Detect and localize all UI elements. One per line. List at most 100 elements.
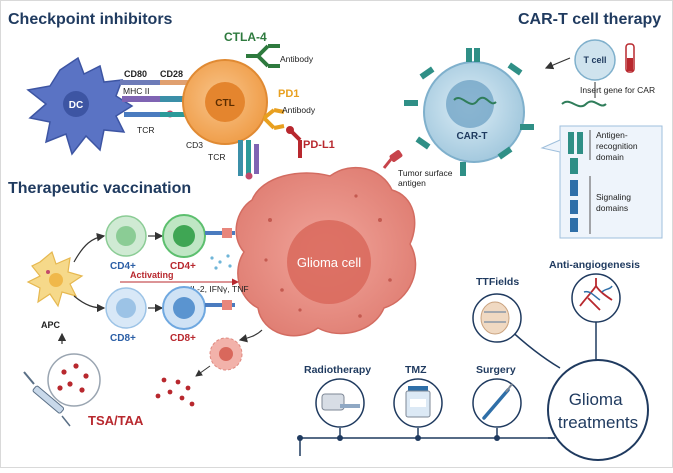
car-receptor-5 — [507, 62, 523, 76]
granule — [264, 258, 268, 262]
signal-domain-3 — [570, 218, 578, 232]
treatment-network — [297, 319, 597, 456]
vaccine-dot — [61, 369, 67, 375]
glioma-nucleus — [287, 220, 371, 304]
car-receptors — [404, 48, 534, 176]
radiotherapy-table — [340, 404, 360, 408]
pdl1-label: PD-L1 — [303, 139, 335, 151]
cd8-naive — [105, 287, 147, 329]
insert-gene-label: Insert gene for CAR — [580, 85, 655, 95]
antibody-label-1: Antibody — [280, 54, 314, 64]
blood-vessels-blue — [583, 285, 613, 301]
vaccine-bubble — [47, 353, 101, 407]
mhc-bar — [124, 112, 160, 117]
tumor-antigen-label: Tumor surface antigen — [398, 168, 455, 188]
tumor-antigen — [382, 150, 403, 169]
vaccine-dot — [57, 385, 63, 391]
cd8-label-a: CD8+ — [110, 333, 136, 344]
blood-vessels-red — [579, 278, 613, 311]
node-dot — [415, 435, 421, 441]
tcell-label: T cell — [583, 55, 606, 65]
tsa-dot — [167, 389, 173, 395]
tsa-dot — [189, 401, 195, 407]
tmz-icon — [393, 378, 443, 428]
antigen-domain-label: Antigen- recognition domain — [596, 130, 640, 162]
syringe-needle — [61, 415, 71, 427]
syringe-plunger — [23, 371, 35, 385]
cart-dna — [453, 96, 497, 105]
apc-label: APC — [41, 320, 61, 330]
tcr-label-1: TCR — [137, 125, 154, 135]
tcr-bar — [160, 112, 188, 117]
tcr-receptor-1 — [160, 96, 188, 102]
car-receptor-7 — [497, 146, 513, 160]
ttfields-arrays — [484, 311, 506, 323]
blood-fill — [627, 58, 633, 71]
car-receptor-1 — [466, 48, 472, 62]
antigen-line-1: Antigen- — [596, 130, 628, 140]
signaling-line-1: Signaling — [596, 192, 631, 202]
pdl1-head — [286, 126, 294, 134]
dc-label: DC — [69, 100, 83, 111]
lysed-tumor — [209, 337, 243, 371]
granule — [268, 218, 272, 222]
glioma-label: Glioma cell — [297, 255, 361, 270]
scalpel-handle — [482, 388, 510, 420]
cytokine-dot — [226, 254, 230, 258]
ctla4-stem — [246, 54, 258, 58]
car-receptor-3 — [404, 100, 418, 106]
antibody-label-2: Antibody — [282, 105, 316, 115]
cart-cell: CAR-T — [404, 48, 534, 176]
apc-nucleus — [49, 273, 63, 287]
antigen-line-2: recognition — [596, 141, 638, 151]
tumor-antigen-stem — [382, 157, 394, 169]
granule — [378, 218, 382, 222]
cd80-receptor — [120, 80, 160, 85]
cytokines — [210, 254, 232, 270]
cytokine-dot — [214, 266, 218, 270]
antigen-domain-b — [577, 132, 583, 154]
cd4-active — [162, 214, 235, 258]
cd8-active — [162, 286, 235, 330]
activating-label: Activating — [130, 270, 174, 280]
lysed-tumor-core — [219, 347, 233, 361]
cd4-naive-nucleus — [116, 226, 136, 246]
cd3-label: CD3 — [186, 140, 203, 150]
tmz-label: TMZ — [405, 364, 427, 376]
car-receptor-2 — [419, 66, 435, 80]
ctla4-label: CTLA-4 — [224, 30, 267, 44]
apc-to-cd4-arrow — [73, 233, 106, 263]
tmz-bottle-label — [410, 399, 426, 407]
cd8-tcr-bar — [205, 303, 235, 307]
cd80-label: CD80 — [124, 69, 147, 79]
granule — [388, 278, 392, 282]
granule — [358, 314, 362, 318]
granule — [298, 308, 302, 312]
ctl-nucleus — [205, 82, 245, 122]
tcell-to-cart-arrow — [544, 57, 571, 70]
pd1-label: PD1 — [278, 88, 299, 100]
tcr-stem-3 — [254, 144, 259, 174]
ttfields-label: TTFields — [476, 276, 519, 288]
cd8-label-b: CD8+ — [170, 333, 196, 344]
cytokine-label: IL-2, IFNγ, TNF — [190, 284, 249, 294]
surgery-label: Surgery — [476, 364, 516, 376]
vaccine-antigens — [57, 363, 89, 393]
granule — [354, 194, 358, 198]
debris-to-antigen-arrow — [195, 365, 211, 377]
signaling-domain-label: Signaling domains — [596, 192, 633, 213]
ctla4-antibody-shape — [256, 44, 280, 68]
tcr-stem-1 — [238, 140, 243, 176]
gene-dna — [561, 100, 607, 108]
tsa-dot — [161, 377, 167, 383]
tcr-antigen-dot — [245, 172, 253, 180]
anti-angio-icon — [571, 273, 621, 323]
tcell-source: T cell — [544, 39, 635, 108]
car-receptor-4 — [415, 136, 431, 150]
treatments-line-1: Glioma — [569, 390, 623, 409]
glioma-treatments-hub: Glioma treatments — [547, 359, 649, 461]
radiotherapy-icon — [315, 378, 365, 428]
node-dot — [337, 435, 343, 441]
cytokine-dot — [218, 260, 222, 264]
